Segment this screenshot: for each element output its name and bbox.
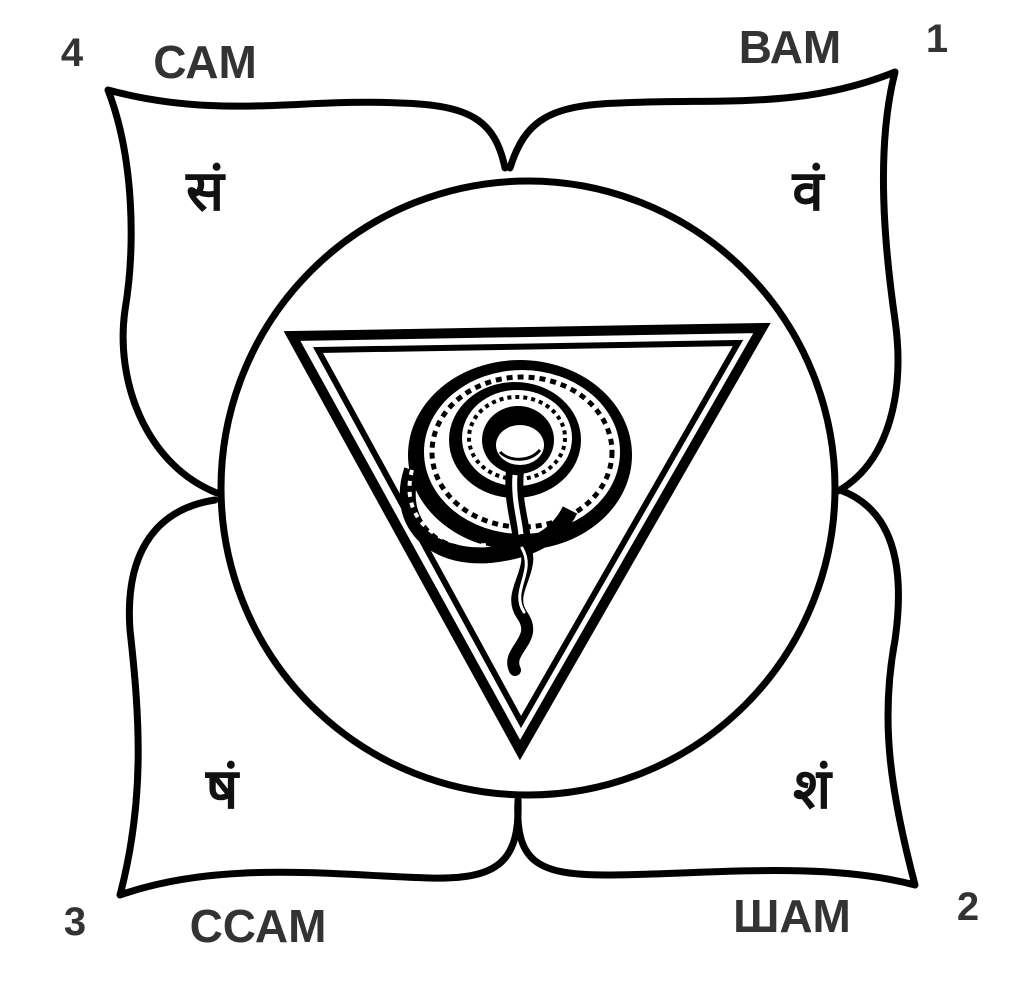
petal-1-syllable: वं — [791, 159, 825, 224]
petal-3-number: 3 — [64, 900, 86, 944]
petal-4-name: САМ — [153, 36, 257, 88]
petal-3-outline — [116, 496, 522, 899]
petal-4-number: 4 — [61, 31, 84, 75]
petal-2-outline — [514, 486, 919, 889]
petal-1-number: 1 — [926, 17, 948, 61]
coiled-serpent-icon — [399, 360, 632, 676]
lotus-petal-icon — [104, 68, 919, 899]
petal-4-syllable: सं — [185, 159, 226, 224]
petal-3-name: ССАМ — [190, 900, 327, 952]
petal-3-syllable: षं — [205, 757, 241, 822]
petal-2-name: ШАМ — [733, 890, 851, 942]
petal-4-outline — [104, 86, 509, 499]
petal-2-number: 2 — [957, 885, 979, 929]
petal-1-outline — [506, 68, 902, 499]
petal-2-syllable: शं — [793, 757, 833, 822]
petal-1-name: ВАМ — [739, 21, 841, 73]
